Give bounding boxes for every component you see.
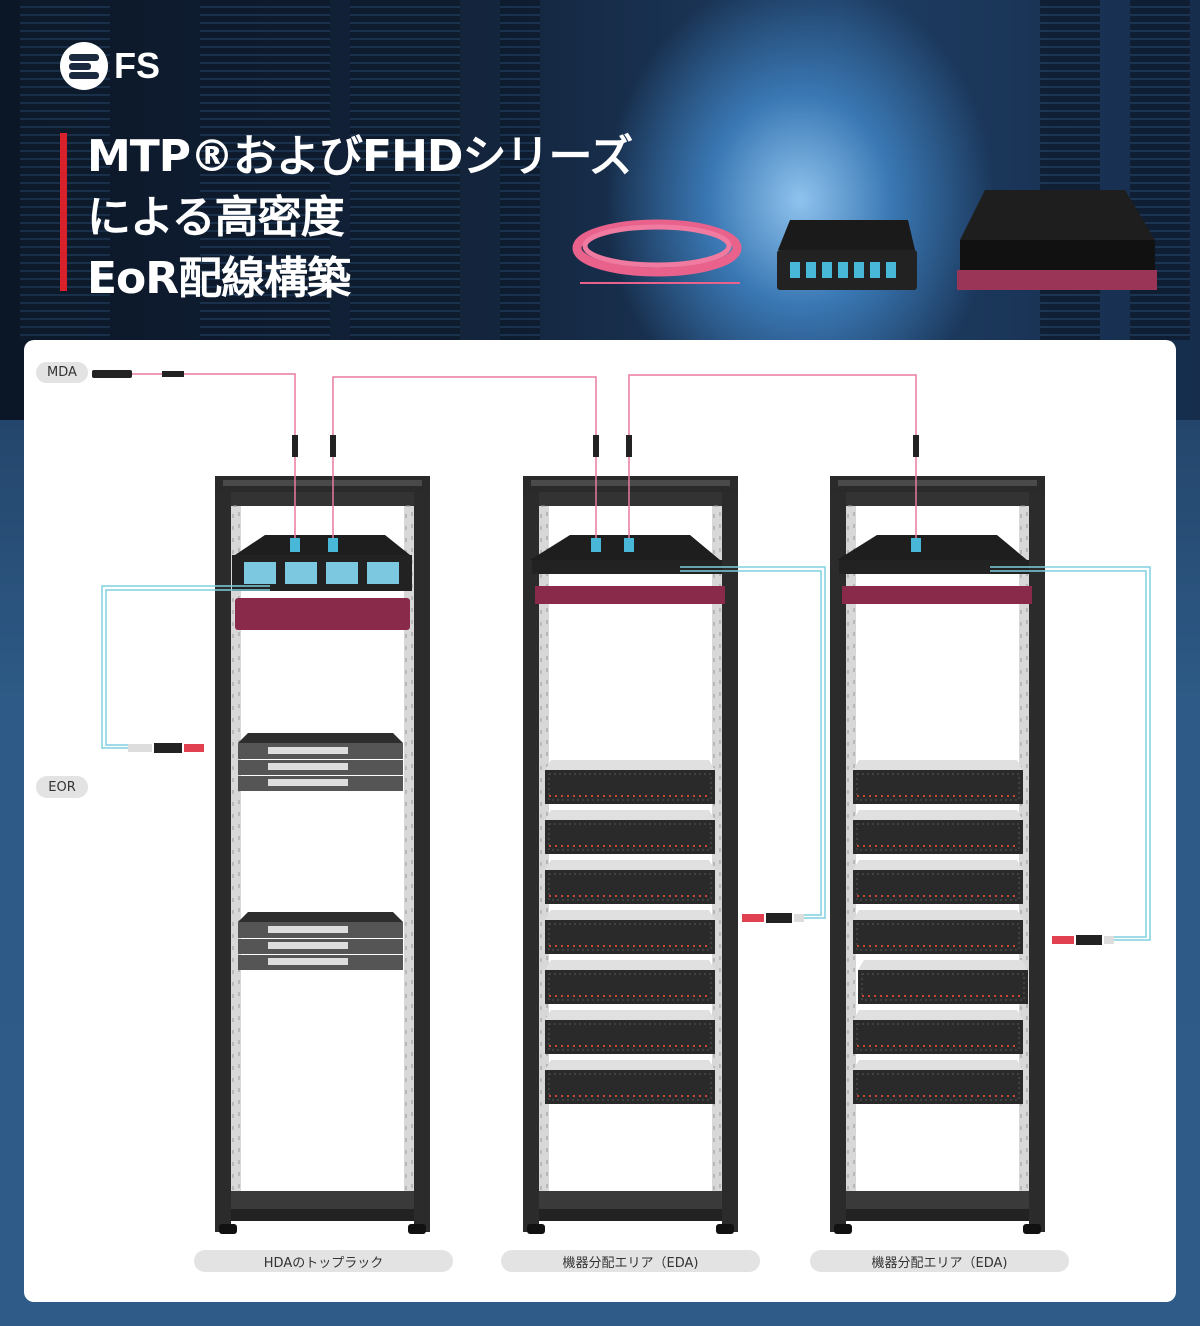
mtp-trunk-cables	[130, 373, 917, 540]
title-line-3: EoR配線構築	[87, 253, 351, 304]
title-line-2: による高密度	[87, 192, 345, 243]
fhd-enclosure	[957, 190, 1157, 290]
switch-stack-2	[238, 912, 403, 970]
eda-2-servers	[852, 759, 1029, 1105]
hda-patch-panel	[232, 535, 412, 591]
mtp-connectors	[92, 370, 921, 552]
lc-connectors	[128, 743, 1114, 945]
logo-text: FS	[114, 45, 161, 86]
eor-label: EOR	[36, 776, 88, 798]
fs-logo: FS	[60, 42, 160, 90]
fs-logo-icon	[60, 42, 108, 90]
mda-label: MDA	[36, 362, 88, 383]
title-line-1: MTP®およびFHDシリーズ	[87, 131, 633, 182]
fhd-cassette	[777, 220, 917, 290]
rack-label-eda-2: 機器分配エリア（EDA)	[810, 1250, 1069, 1272]
product-images	[572, 190, 1157, 290]
rack-label-eda-1: 機器分配エリア（EDA)	[501, 1250, 760, 1272]
rack-label-hda: HDAのトップラック	[194, 1250, 453, 1272]
hda-enclosure	[235, 598, 410, 630]
switch-stack-1	[238, 733, 403, 791]
eda-1-servers	[544, 759, 716, 1105]
eda-2-patch-panel	[837, 535, 1032, 604]
lc-patch-cables	[101, 566, 1151, 941]
title-accent-bar	[60, 133, 67, 291]
page-title: MTP®およびFHDシリーズ による高密度 EoR配線構築	[87, 126, 633, 309]
mtp-trunk-cable-coil	[572, 219, 742, 284]
